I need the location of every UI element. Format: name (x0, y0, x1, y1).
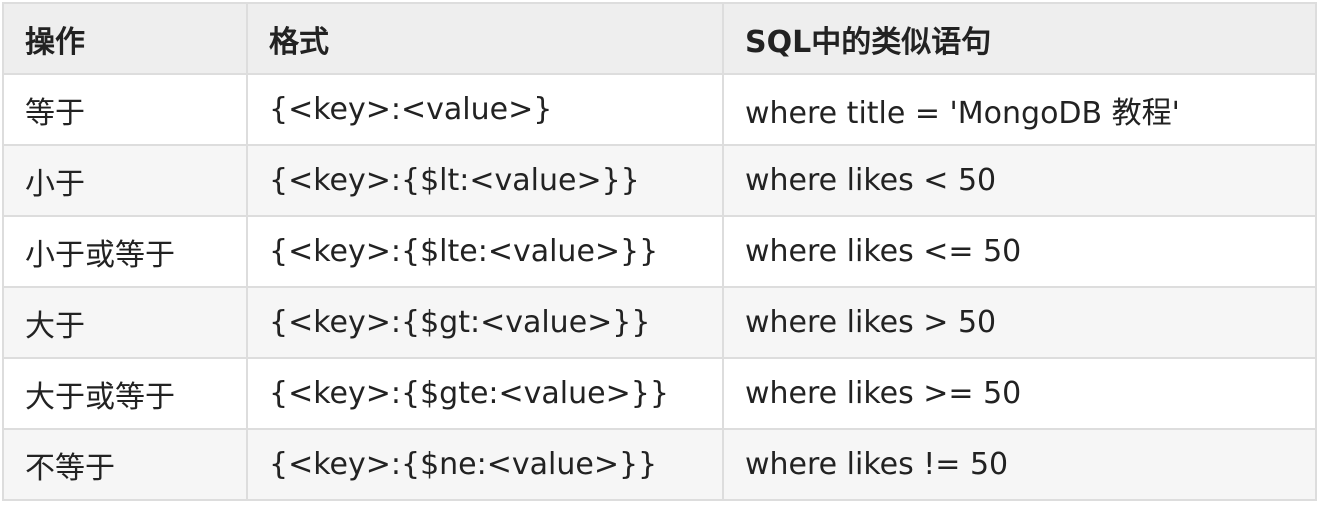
operation-cell: 大于或等于 (2, 357, 248, 430)
table-row: 小于 {<key>:{$lt:<value>}} where likes < 5… (2, 144, 1317, 217)
operation-cell: 不等于 (2, 428, 248, 501)
sql-cell: where likes > 50 (722, 286, 1317, 359)
format-cell: {<key>:{$ne:<value>}} (246, 428, 724, 501)
sql-cell: where likes < 50 (722, 144, 1317, 217)
sql-cell: where likes >= 50 (722, 357, 1317, 430)
table-row: 小于或等于 {<key>:{$lte:<value>}} where likes… (2, 215, 1317, 288)
table-row: 大于或等于 {<key>:{$gte:<value>}} where likes… (2, 357, 1317, 430)
operation-cell: 小于或等于 (2, 215, 248, 288)
format-cell: {<key>:{$lte:<value>}} (246, 215, 724, 288)
table-header-row: 操作 格式 SQL中的类似语句 (2, 2, 1317, 75)
sql-cell: where likes != 50 (722, 428, 1317, 501)
table-row: 不等于 {<key>:{$ne:<value>}} where likes !=… (2, 428, 1317, 501)
table-row: 等于 {<key>:<value>} where title = 'MongoD… (2, 73, 1317, 146)
header-sql-equivalent: SQL中的类似语句 (722, 2, 1317, 75)
format-cell: {<key>:{$gte:<value>}} (246, 357, 724, 430)
operators-table: 操作 格式 SQL中的类似语句 等于 {<key>:<value>} where… (2, 2, 1317, 501)
header-operation: 操作 (2, 2, 248, 75)
format-cell: {<key>:<value>} (246, 73, 724, 146)
table-row: 大于 {<key>:{$gt:<value>}} where likes > 5… (2, 286, 1317, 359)
operation-cell: 大于 (2, 286, 248, 359)
header-format: 格式 (246, 2, 724, 75)
sql-cell: where likes <= 50 (722, 215, 1317, 288)
format-cell: {<key>:{$gt:<value>}} (246, 286, 724, 359)
operation-cell: 等于 (2, 73, 248, 146)
format-cell: {<key>:{$lt:<value>}} (246, 144, 724, 217)
sql-cell: where title = 'MongoDB 教程' (722, 73, 1317, 146)
operation-cell: 小于 (2, 144, 248, 217)
